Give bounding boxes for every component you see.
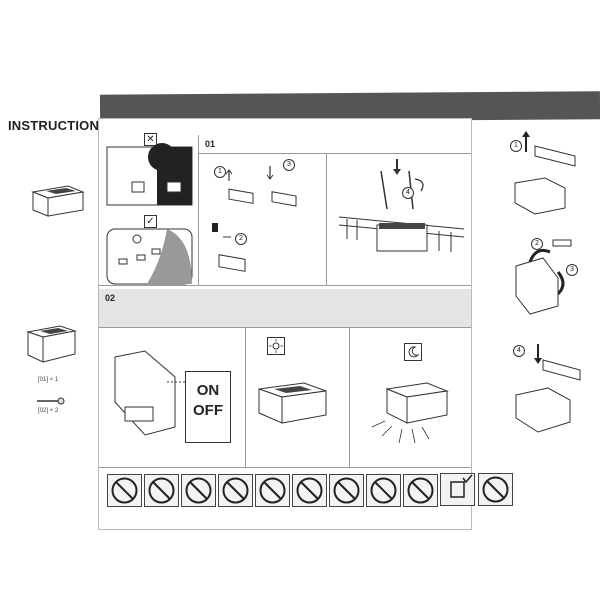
divider [99, 285, 471, 286]
divider [349, 327, 350, 467]
nighttime-light-illustration [371, 382, 449, 444]
sun-icon [267, 337, 285, 355]
right-callout-3: 3 [566, 264, 578, 276]
right-placement-illustration [106, 228, 193, 285]
callout-2: 2 [235, 233, 247, 245]
right-step-battery-illustration [515, 239, 572, 315]
screw-quantity-caption: [02] × 2 [38, 408, 59, 414]
close-cover-illustration [266, 166, 297, 207]
warning-no-dismantle-icon [107, 474, 142, 507]
solar-light-part-image [26, 325, 77, 363]
warning-no-disassemble-icon [218, 474, 253, 507]
divider [198, 135, 199, 285]
divider [245, 327, 246, 467]
mounting-illustration [338, 159, 465, 252]
off-label: OFF [193, 402, 223, 419]
warning-no-children-icon [255, 474, 290, 507]
open-cover-illustration [225, 169, 254, 204]
warning-no-water-jet-icon [292, 474, 327, 507]
right-step-open-illustration [514, 131, 576, 215]
callout-4: 4 [402, 187, 414, 199]
step-01-label: 01 [205, 139, 216, 149]
right-callout-4: 4 [513, 345, 525, 357]
warning-no-extreme-weather-icon [403, 474, 438, 507]
solar-light-product-image [31, 185, 85, 217]
warning-no-pressure-icon [181, 474, 216, 507]
warning-no-rain-cover-icon [478, 473, 513, 506]
step-band [99, 289, 471, 327]
right-step-close-illustration [515, 344, 581, 433]
warning-no-shoes-icon [329, 474, 364, 507]
light-quantity-caption: [01] × 1 [38, 377, 59, 383]
divider [99, 327, 471, 328]
right-callout-1: 1 [510, 140, 522, 152]
page-title: INSTRUCTIONS [8, 118, 108, 133]
right-callout-2: 2 [531, 238, 543, 250]
wrong-mark-icon: ✕ [144, 133, 157, 146]
warning-no-cleaning-icon [366, 474, 401, 507]
daytime-light-illustration [258, 382, 327, 424]
screw-part-image [37, 397, 65, 405]
callout-1: 1 [214, 166, 226, 178]
warning-no-wash-icon [144, 474, 179, 507]
instruction-sheet: 01 02 ✕ ✓ 1 3 2 [98, 118, 472, 530]
wrong-placement-illustration [106, 143, 193, 206]
right-mark-icon: ✓ [144, 215, 157, 228]
divider [326, 153, 327, 285]
step-02-label: 02 [105, 293, 116, 303]
on-label: ON [196, 382, 220, 399]
insert-battery-illustration [212, 223, 246, 272]
moon-icon [404, 343, 422, 361]
divider [99, 467, 471, 468]
callout-3: 3 [283, 159, 295, 171]
on-off-panel: ON OFF [185, 371, 231, 443]
divider [198, 153, 471, 154]
warning-install-correct-icon [440, 473, 475, 506]
switch-location-illustration [114, 350, 176, 436]
